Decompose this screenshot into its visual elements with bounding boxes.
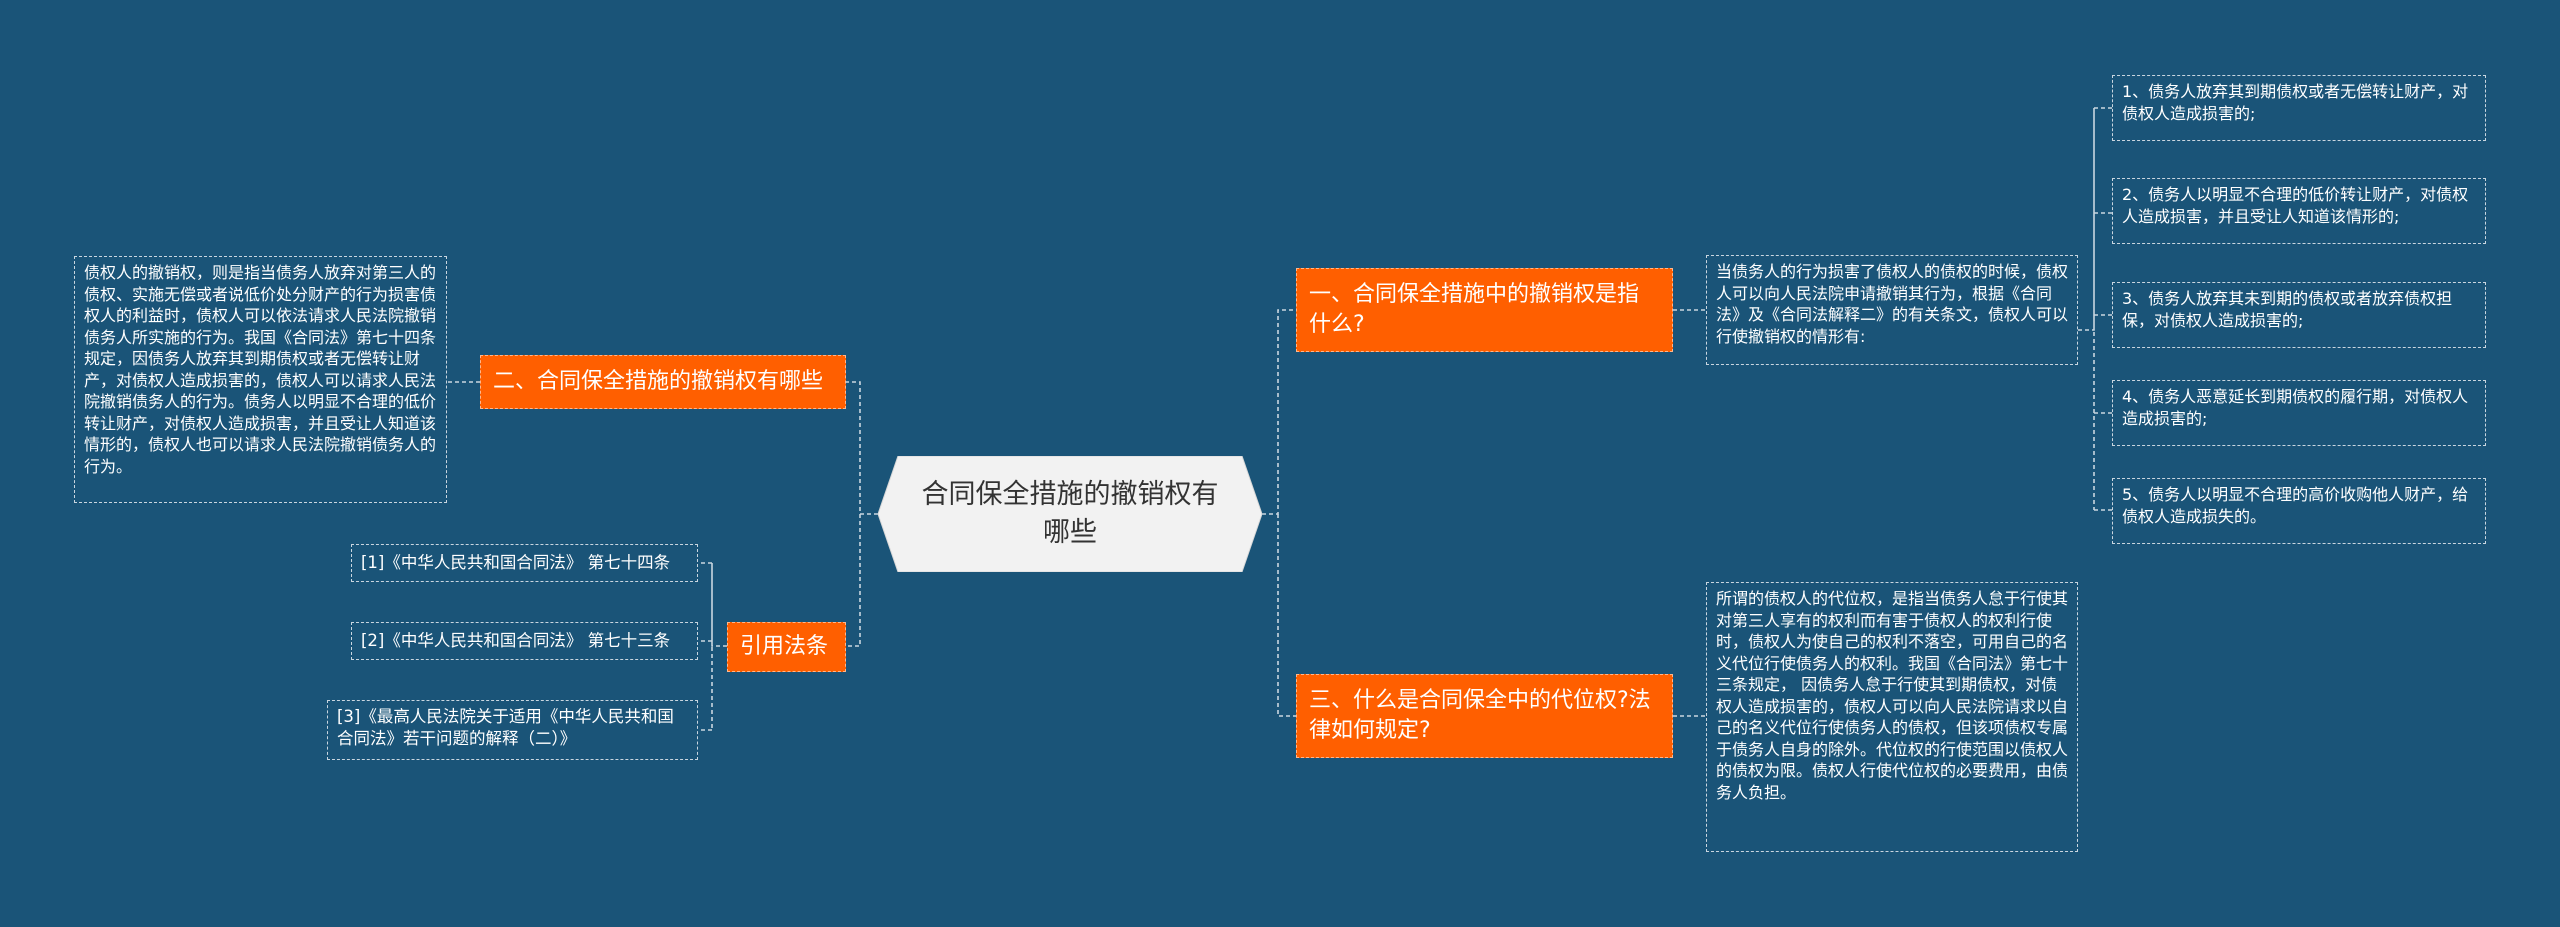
branch-3-detail-text: 所谓的债权人的代位权，是指当债务人怠于行使其对第三人享有的权利而有害于债权人的权… (1716, 589, 2069, 802)
branch-1-item-4-text: 4、债务人恶意延长到期债权的履行期，对债权人造成损害的; (2122, 387, 2469, 428)
branch-1-item-5[interactable]: 5、债务人以明显不合理的高价收购他人财产，给债权人造成损失的。 (2112, 478, 2486, 544)
reference-item-2[interactable]: [2]《中华人民共和国合同法》 第七十三条 (351, 622, 698, 660)
branch-1-item-1-text: 1、债务人放弃其到期债权或者无偿转让财产，对债权人造成损害的; (2122, 82, 2469, 123)
branch-1-summary[interactable]: 当债务人的行为损害了债权人的债权的时候，债权人可以向人民法院申请撤销其行为，根据… (1706, 255, 2078, 365)
branch-topic-3[interactable]: 三、什么是合同保全中的代位权?法律如何规定? (1296, 674, 1673, 758)
central-topic-shape (878, 456, 1262, 572)
connector-center-b2 (846, 381, 878, 515)
connector-center-refs (846, 514, 861, 647)
reference-item-3[interactable]: [3]《最高人民法院关于适用《中华人民共和国合同法》若干问题的解释（二）》 (327, 700, 698, 760)
branch-2-detail[interactable]: 债权人的撤销权，则是指当债务人放弃对第三人的债权、实施无偿或者说低价处分财产的行… (74, 256, 447, 503)
reference-item-2-text: [2]《中华人民共和国合同法》 第七十三条 (361, 631, 671, 651)
branch-topic-refs[interactable]: 引用法条 (727, 622, 846, 672)
connector-center-b3 (1277, 514, 1296, 717)
branch-2-detail-text: 债权人的撤销权，则是指当债务人放弃对第三人的债权、实施无偿或者说低价处分财产的行… (84, 263, 437, 476)
branch-1-item-3[interactable]: 3、债务人放弃其未到期的债权或者放弃债权担保，对债权人造成损害的; (2112, 282, 2486, 348)
branch-topic-1-label: 一、合同保全措施中的撤销权是指什么? (1309, 282, 1640, 337)
reference-item-1-text: [1]《中华人民共和国合同法》 第七十四条 (361, 553, 671, 573)
branch-1-item-2[interactable]: 2、债务人以明显不合理的低价转让财产，对债权人造成损害，并且受让人知道该情形的; (2112, 178, 2486, 244)
branch-1-item-5-text: 5、债务人以明显不合理的高价收购他人财产，给债权人造成损失的。 (2122, 485, 2469, 526)
reference-item-1[interactable]: [1]《中华人民共和国合同法》 第七十四条 (351, 544, 698, 582)
branch-topic-3-label: 三、什么是合同保全中的代位权?法律如何规定? (1309, 688, 1651, 743)
branch-3-detail[interactable]: 所谓的债权人的代位权，是指当债务人怠于行使其对第三人享有的权利而有害于债权人的权… (1706, 582, 2078, 852)
branch-topic-refs-label: 引用法条 (740, 634, 829, 659)
branch-topic-2[interactable]: 二、合同保全措施的撤销权有哪些 (480, 355, 846, 409)
branch-1-summary-text: 当债务人的行为损害了债权人的债权的时候，债权人可以向人民法院申请撤销其行为，根据… (1716, 262, 2069, 346)
branch-topic-1[interactable]: 一、合同保全措施中的撤销权是指什么? (1296, 268, 1673, 352)
connector-center-b1 (1262, 309, 1296, 515)
connector-summary-items (2078, 107, 2112, 511)
reference-item-3-text: [3]《最高人民法院关于适用《中华人民共和国合同法》若干问题的解释（二）》 (337, 707, 674, 748)
central-topic-label: 合同保全措施的撤销权有哪些 (921, 479, 1219, 548)
branch-1-item-3-text: 3、债务人放弃其未到期的债权或者放弃债权担保，对债权人造成损害的; (2122, 289, 2453, 330)
branch-1-item-2-text: 2、债务人以明显不合理的低价转让财产，对债权人造成损害，并且受让人知道该情形的; (2122, 185, 2469, 226)
central-topic[interactable]: 合同保全措施的撤销权有哪些 (878, 456, 1262, 572)
branch-topic-2-label: 二、合同保全措施的撤销权有哪些 (493, 369, 824, 394)
branch-1-item-1[interactable]: 1、债务人放弃其到期债权或者无偿转让财产，对债权人造成损害的; (2112, 75, 2486, 141)
connector-refs-items (698, 562, 727, 731)
branch-1-item-4[interactable]: 4、债务人恶意延长到期债权的履行期，对债权人造成损害的; (2112, 380, 2486, 446)
